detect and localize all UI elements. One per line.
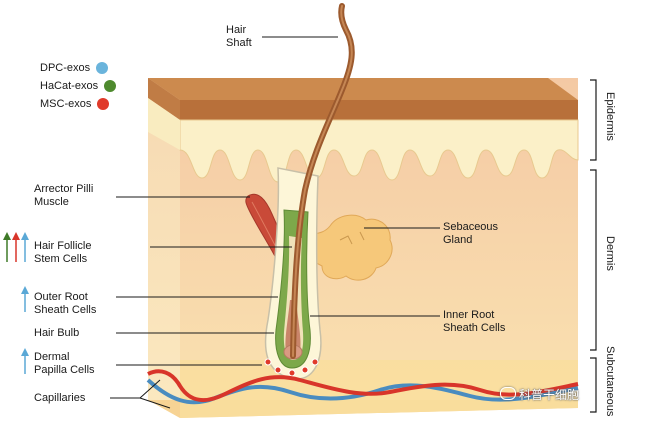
- stem-cell-arrows: [3, 232, 29, 262]
- layer-brackets: [590, 79, 597, 413]
- papilla-red-dots: [264, 358, 319, 377]
- label-inner-root: Inner Root Sheath Cells: [443, 309, 506, 334]
- legend-hacat-dot: [104, 80, 117, 92]
- epidermis-front-band: [180, 100, 578, 120]
- capillary-red: [147, 369, 579, 403]
- dermal-papilla-arrow: [21, 348, 29, 374]
- label-dermis: Dermis: [604, 236, 616, 271]
- epidermis-ridges: [179, 119, 579, 183]
- sebaceous-texture: [339, 231, 365, 245]
- label-hf-stem-cells: Hair Follicle Stem Cells: [34, 240, 92, 265]
- label-outer-root: Outer Root Sheath Cells: [34, 291, 97, 316]
- bracket-dermis: [590, 169, 597, 351]
- legend-dpc-dot: [96, 62, 109, 74]
- label-epidermis: Epidermis: [604, 92, 616, 141]
- label-capillaries: Capillaries: [34, 392, 86, 404]
- epidermis-side-pale: [148, 98, 180, 150]
- legend-hacat-label: HaCat-exos: [40, 80, 99, 92]
- label-subcutaneous: Subcutaneous: [604, 346, 616, 417]
- epidermis-side-band: [148, 78, 180, 120]
- watermark-text: 科普干细胞: [519, 388, 580, 402]
- legend-hacat: HaCat-exos: [40, 80, 117, 92]
- watermark: 科普干细胞: [500, 386, 579, 403]
- label-sebaceous: Sebaceous Gland: [443, 221, 499, 246]
- legend-dpc-label: DPC-exos: [40, 62, 91, 74]
- label-hair-shaft: Hair Shaft: [226, 24, 252, 49]
- leader-capillaries-2: [139, 397, 171, 409]
- epidermis-top: [148, 78, 578, 100]
- label-dermal-papilla: Dermal Papilla Cells: [34, 351, 95, 376]
- label-arrector-pili: Arrector Pilli Muscle: [34, 183, 94, 208]
- label-hair-bulb: Hair Bulb: [34, 327, 80, 339]
- outer-root-arrow: [21, 286, 29, 312]
- legend-msc: MSC-exos: [40, 98, 110, 110]
- bracket-subcutaneous: [590, 357, 597, 413]
- wechat-icon: [500, 387, 516, 400]
- hair-shaft-highlight: [292, 5, 353, 357]
- sebaceous-gland: [299, 214, 393, 281]
- legend-dpc: DPC-exos: [40, 62, 109, 74]
- leader-lines: [110, 36, 440, 409]
- legend-msc-dot: [97, 98, 110, 110]
- legend-msc-label: MSC-exos: [40, 98, 92, 110]
- bracket-epidermis: [590, 79, 597, 161]
